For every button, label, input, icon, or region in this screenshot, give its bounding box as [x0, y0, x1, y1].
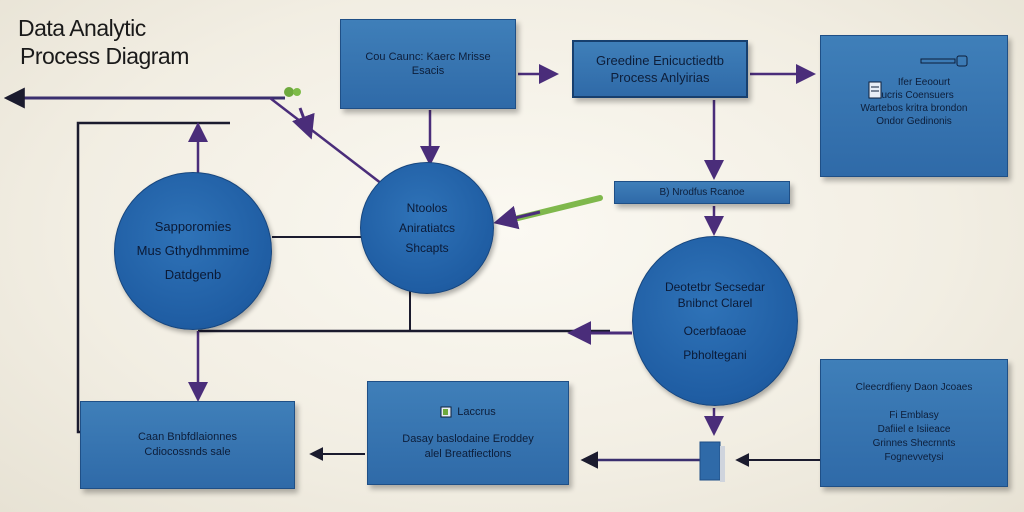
folder-icon — [440, 406, 452, 418]
diagram-title: Data Analytic Process Diagram — [18, 14, 189, 70]
green-node-top-2 — [293, 88, 301, 96]
circle-right-line-3: Ocerbfaoae — [683, 324, 747, 338]
document-icon — [868, 81, 882, 99]
title-line-2: Process Diagram — [20, 43, 189, 69]
circle-left-line-1: Sapporomies — [154, 219, 232, 234]
connector-diagonal-center-arrow — [292, 107, 315, 140]
green-stick-arrow — [493, 205, 541, 230]
green-node-top — [284, 87, 294, 97]
box-bottom-center-line-1: Dasay baslodaine Eroddey — [402, 432, 534, 445]
box-bottom-right-line-4: Grinnes Shecrnnts — [872, 438, 956, 449]
circle-center-line-3: Shcapts — [405, 241, 449, 255]
circle-left: Sapporomies Mus Gthydhmmime Datdgenb — [114, 172, 272, 330]
box-bottom-right-line-5: Fognevvetysi — [884, 452, 944, 463]
box-bottom-center: Laccrus Dasay baslodaine Eroddey alel Br… — [367, 381, 569, 485]
circle-left-line-2: Mus Gthydhmmime — [136, 243, 250, 258]
circle-right-line-2: Bnibnct Clarel — [677, 296, 753, 310]
box-bottom-left-line-2: Cdiocossnds sale — [144, 446, 231, 458]
box-bottom-left: Caan Bnbfdlaionnes Cdiocossnds sale — [80, 401, 295, 489]
box-top-right: Ifer Eeoourt Ducris Coensuers Wartebos k… — [820, 35, 1008, 177]
box-bottom-right-line-3: Dafiiel e Isiieace — [877, 424, 951, 435]
pillar-block-shadow — [720, 446, 725, 482]
box-bottom-left-line-1: Caan Bnbfdlaionnes — [137, 431, 238, 443]
box-top-right-line-1: Ifer Eeoourt — [897, 77, 951, 88]
box-bottom-center-header: Laccrus — [440, 405, 496, 420]
connector-left-frame — [76, 121, 230, 434]
box-top-center-line-2: Esacis — [411, 65, 445, 77]
circle-right-line-4: Pbholtegani — [683, 348, 747, 362]
box-top-right-line-4: Ondor Gedinonis — [876, 116, 952, 127]
circle-left-line-3: Datdgenb — [164, 267, 222, 282]
pillar-block — [699, 441, 721, 481]
bar-mid: B) Nrodfus Rcanoe — [614, 181, 790, 204]
box-top-center: Cou Caunc: Kaerc Mrisse Esacis — [340, 19, 516, 109]
box-top-right-line-2: Ducris Coensuers — [874, 90, 954, 101]
box-bottom-right-line-1: Cleecrdfieny Daon Jcoaes — [855, 382, 973, 393]
circle-center-line-1: Ntoolos — [406, 201, 448, 215]
box-top-right-line-3: Wartebos kritra brondon — [860, 103, 968, 114]
box-bottom-right-line-2: Fi Emblasy — [889, 410, 939, 421]
box-bottom-center-line-2: alel Breatfiectlons — [424, 447, 512, 460]
box-bottom-center-header-label: Laccrus — [457, 405, 496, 418]
title-line-1: Data Analytic — [18, 15, 146, 41]
box-bottom-right: Cleecrdfieny Daon Jcoaes Fi Emblasy Dafi… — [820, 359, 1008, 487]
bar-mid-label: B) Nrodfus Rcanoe — [659, 186, 745, 198]
box-process-analytics: Greedine Enicuctiedtb Process Anlyirias — [572, 40, 748, 98]
box-process-line-1: Greedine Enicuctiedtb — [596, 53, 724, 68]
key-icon — [920, 55, 968, 67]
box-process-line-2: Process Anlyirias — [610, 70, 710, 85]
circle-right: Deotetbr Secsedar Bnibnct Clarel Ocerbfa… — [632, 236, 798, 406]
connector-diagonal-center — [269, 97, 383, 185]
circle-center: Ntoolos Aniratiatcs Shcapts — [360, 162, 494, 294]
circle-right-line-1: Deotetbr Secsedar — [664, 280, 766, 294]
circle-center-line-2: Aniratiatcs — [398, 221, 456, 235]
box-top-center-line-1: Cou Caunc: Kaerc Mrisse — [365, 51, 491, 63]
